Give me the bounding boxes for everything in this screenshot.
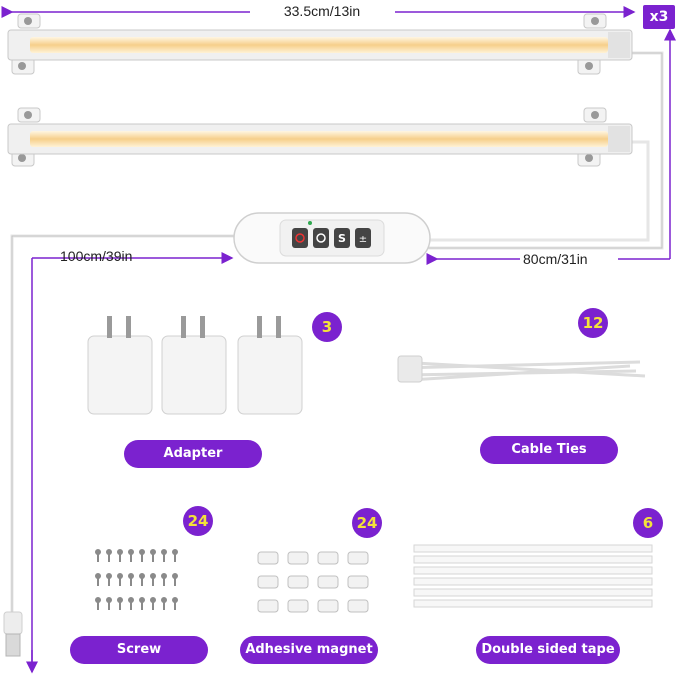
led-bar-1 bbox=[7, 13, 633, 75]
adapter-images bbox=[87, 316, 303, 415]
cable-ties-count: 12 bbox=[578, 308, 608, 338]
clock-icon bbox=[295, 233, 305, 243]
adapter-count: 3 bbox=[312, 312, 342, 342]
led-bar-2 bbox=[7, 107, 633, 167]
main-cable-length-label: 100cm/39in bbox=[60, 248, 133, 264]
tape-image bbox=[413, 544, 653, 608]
tape-count: 6 bbox=[633, 508, 663, 538]
adapter-label: Adapter bbox=[124, 440, 262, 468]
dimmer-icon bbox=[316, 233, 326, 243]
bar-length-label: 33.5cm/13in bbox=[283, 3, 361, 19]
screw-label: Screw bbox=[70, 636, 208, 664]
quantity-badge: x3 bbox=[643, 5, 675, 29]
controller: S ± bbox=[233, 212, 431, 264]
magnets-image bbox=[257, 551, 369, 613]
double-sided-tape-label: Double sided tape bbox=[476, 636, 620, 664]
magnet-count: 24 bbox=[352, 508, 382, 538]
mode-s-icon: S bbox=[338, 232, 346, 245]
screw-count: 24 bbox=[183, 506, 213, 536]
adhesive-magnet-label: Adhesive magnet bbox=[240, 636, 378, 664]
usb-plug-image bbox=[3, 611, 23, 657]
cable-ties-image bbox=[397, 360, 646, 382]
connector-length-label: 80cm/31in bbox=[523, 251, 588, 267]
screws-image bbox=[95, 549, 178, 610]
cable-ties-label: Cable Ties bbox=[480, 436, 618, 464]
plus-minus-icon: ± bbox=[359, 234, 367, 245]
